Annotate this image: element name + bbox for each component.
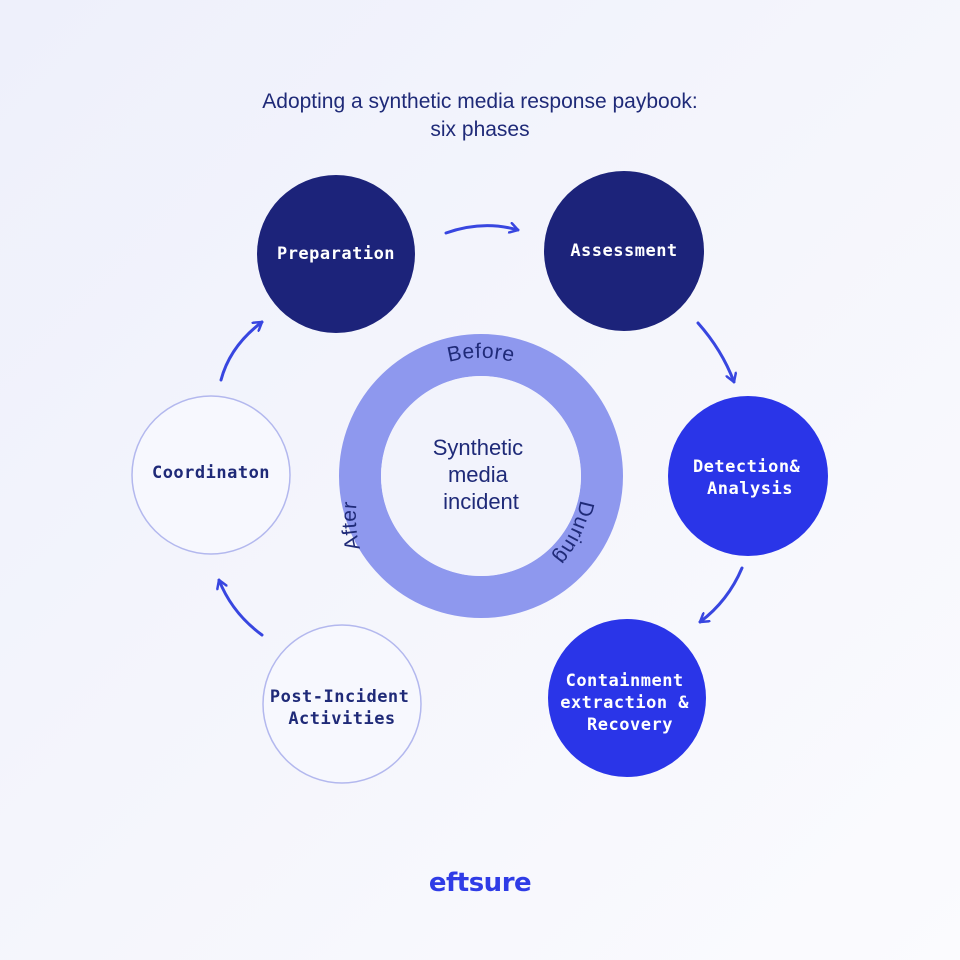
svg-text:Detection& Analysis: Detection& Analysis bbox=[693, 457, 811, 499]
phase-circle bbox=[548, 619, 706, 777]
svg-text:Preparation: Preparation bbox=[277, 244, 395, 264]
phase-node-containment: Containment extraction & Recovery bbox=[548, 619, 706, 777]
phase-label-line: Containment bbox=[566, 671, 684, 691]
svg-text:Before: Before bbox=[445, 340, 517, 367]
phase-label-line: Recovery bbox=[587, 715, 673, 735]
phase-label-line: Assessment bbox=[570, 241, 677, 261]
arrow-detection-to-containment bbox=[698, 566, 744, 624]
phase-label-line: Analysis bbox=[707, 479, 793, 499]
svg-text:Assessment: Assessment bbox=[570, 241, 677, 261]
svg-text:After: After bbox=[338, 500, 365, 552]
svg-text:Containment extraction &: Containment extraction & Recovery bbox=[560, 671, 700, 735]
ring-label-after: After bbox=[338, 500, 365, 552]
phase-label-line: Coordinaton bbox=[152, 463, 270, 483]
phase-circle bbox=[668, 396, 828, 556]
phase-node-coordination: Coordinaton bbox=[131, 395, 291, 555]
arrow-assessment-to-detection bbox=[696, 321, 734, 384]
center-label-line-1: Synthetic bbox=[433, 435, 524, 460]
phase-label-line: Detection& bbox=[693, 457, 801, 477]
title-line-2: six phases bbox=[430, 118, 530, 141]
phase-circle bbox=[262, 624, 422, 784]
phase-label-line: Post-Incident bbox=[270, 687, 410, 707]
brand-name: eftsure bbox=[428, 868, 532, 898]
title-line-1: Adopting a synthetic media response payb… bbox=[262, 90, 698, 113]
center-incident: Synthetic media incident Before During A… bbox=[338, 334, 623, 618]
svg-text:Coordinaton: Coordinaton bbox=[152, 463, 270, 483]
phase-node-detection-analysis: Detection& Analysis bbox=[668, 396, 828, 556]
phase-node-post-incident: Post-Incident Activities bbox=[262, 624, 422, 784]
phase-circle bbox=[544, 171, 704, 331]
center-ring bbox=[339, 334, 623, 618]
phase-label-line: Activities bbox=[288, 709, 395, 729]
phase-circle bbox=[257, 175, 415, 333]
cycle-arrows bbox=[219, 226, 744, 637]
brand-logo: eftsure bbox=[0, 868, 960, 898]
center-label-line-3: incident bbox=[443, 489, 519, 514]
center-label-line-2: media bbox=[448, 462, 509, 487]
phase-label-line: extraction & bbox=[560, 693, 689, 713]
diagram-title: Adopting a synthetic media response payb… bbox=[0, 88, 960, 144]
phase-node-assessment: Assessment bbox=[544, 171, 704, 331]
svg-text:Post-Incident Activities: Post-Incident Activities bbox=[270, 687, 420, 729]
phase-circle bbox=[131, 395, 291, 555]
arrow-coordination-to-preparation bbox=[219, 320, 264, 382]
ring-label-before: Before bbox=[445, 340, 516, 367]
svg-text:Synthetic media in: Synthetic media incident bbox=[433, 435, 530, 514]
arrow-post-incident-to-coordination bbox=[219, 578, 264, 637]
phase-node-preparation: Preparation bbox=[257, 175, 415, 333]
arrow-preparation-to-assessment bbox=[444, 226, 520, 235]
phase-label-line: Preparation bbox=[277, 244, 395, 264]
center-core bbox=[381, 376, 581, 576]
